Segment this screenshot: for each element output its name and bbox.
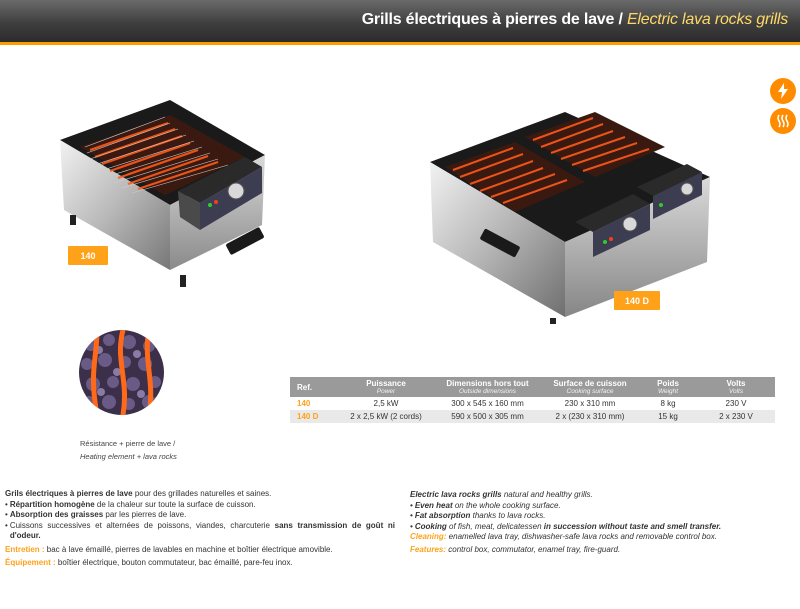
cell-volts: 230 V [697, 397, 775, 410]
equipement-fr: Équipement : boîtier électrique, bouton … [5, 558, 293, 567]
list-item: •Répartition homogène de la chaleur sur … [5, 499, 256, 509]
col-header: Ref. [290, 377, 338, 397]
header-accent-line [0, 42, 800, 45]
lava-rocks-image [79, 330, 164, 415]
cell-dimensions: 590 x 500 x 305 mm [434, 410, 541, 423]
table-row: 140 2,5 kW 300 x 545 x 160 mm 230 x 310 … [290, 397, 775, 410]
cell-weight: 15 kg [639, 410, 697, 423]
image-caption: Résistance + pierre de lave / Heating el… [80, 437, 177, 463]
cell-ref: 140 [290, 397, 338, 410]
model-tag-140: 140 [68, 246, 108, 265]
list-item: •Even heat on the whole cooking surface. [410, 500, 561, 510]
title-en: Electric lava rocks grills [626, 11, 788, 28]
cell-ref: 140 D [290, 410, 338, 423]
lightning-icon [770, 78, 796, 104]
header-band [0, 0, 800, 42]
title-fr: Grills électriques à pierres de lave [361, 11, 615, 28]
intro-fr: Grils électriques à pierres de lave pour… [5, 489, 272, 498]
grill-140d-image [425, 92, 725, 324]
intro-en: Electric lava rocks grills natural and h… [410, 490, 593, 499]
cell-volts: 2 x 230 V [697, 410, 775, 423]
list-item: •Fat absorption thanks to lava rocks. [410, 511, 546, 520]
list-item: •Cuissons successives et alternées de po… [5, 520, 395, 541]
cell-power: 2,5 kW [338, 397, 434, 410]
cell-weight: 8 kg [639, 397, 697, 410]
cell-power: 2 x 2,5 kW (2 cords) [338, 410, 434, 423]
caption-en: Heating element + lava rocks [80, 452, 177, 461]
caption-fr: Résistance + pierre de lave / [80, 439, 176, 448]
page-title: Grills électriques à pierres de lave / E… [361, 11, 789, 29]
grill-140-image [50, 95, 280, 295]
list-item: •Absorption des graisses par les pierres… [5, 510, 187, 519]
table-row: 140 D 2 x 2,5 kW (2 cords) 590 x 500 x 3… [290, 410, 775, 423]
model-tag-140d: 140 D [614, 291, 660, 310]
cell-cooking-surface: 2 x (230 x 310 mm) [541, 410, 639, 423]
cell-dimensions: 300 x 545 x 160 mm [434, 397, 541, 410]
features-en: Features: control box, commutator, ename… [410, 544, 621, 554]
title-separator: / [618, 11, 623, 28]
cleaning-en: Cleaning: enamelled lava tray, dishwashe… [410, 532, 717, 541]
cell-cooking-surface: 230 x 310 mm [541, 397, 639, 410]
description-en: Electric lava rocks grills natural and h… [410, 490, 795, 555]
heat-waves-icon [770, 108, 796, 134]
description-fr: Grils électriques à pierres de lave pour… [5, 489, 395, 569]
entretien-fr: Entretien : bac à lave émaillé, pierres … [5, 544, 333, 554]
list-item: •Cooking of fish, meat, delicatessen in … [410, 521, 722, 531]
